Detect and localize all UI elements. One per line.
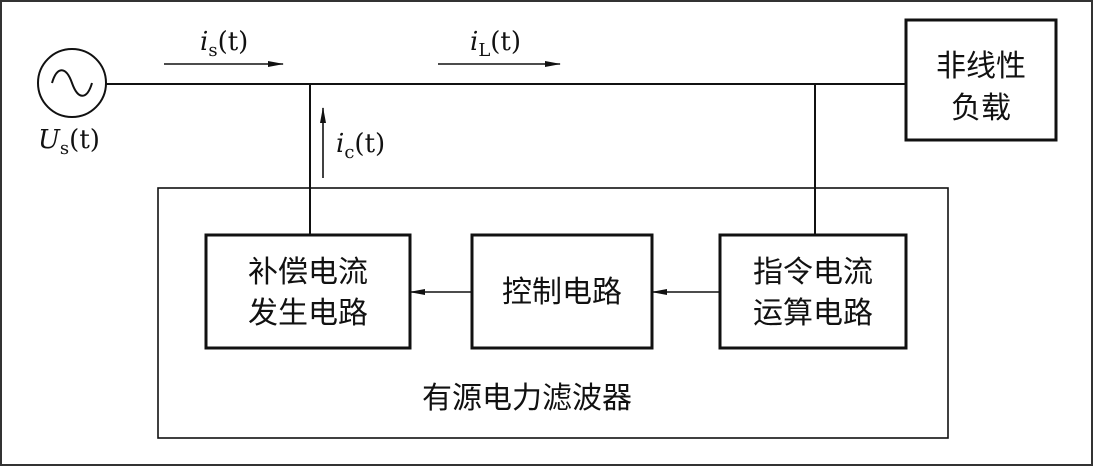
command-line2: 运算电路 <box>753 296 873 331</box>
nonlinear-load-box <box>904 18 1058 142</box>
command-line1: 指令电流 <box>753 255 873 290</box>
is-label: is(t) <box>200 27 248 61</box>
ac-source <box>37 48 107 118</box>
compensation-line2: 发生电路 <box>248 296 368 331</box>
ic-label: ic(t) <box>336 129 385 163</box>
control-label: 控制电路 <box>502 275 622 310</box>
compensation-line1: 补偿电流 <box>248 255 368 290</box>
compensation-circuit-box <box>204 233 412 350</box>
sine-wave-icon <box>51 69 93 97</box>
source-voltage-label: Us(t) <box>38 125 100 159</box>
il-label: iL(t) <box>470 27 521 61</box>
load-line2: 负载 <box>951 91 1011 126</box>
command-circuit-box <box>718 233 908 350</box>
active-filter-enclosure <box>157 187 949 439</box>
load-line1: 非线性 <box>936 49 1026 84</box>
filter-title: 有源电力滤波器 <box>422 381 632 416</box>
